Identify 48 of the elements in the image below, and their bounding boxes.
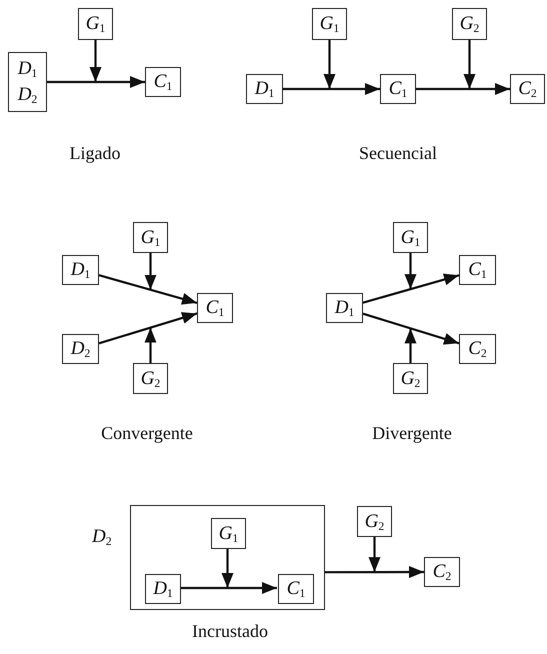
arrow <box>362 274 460 304</box>
diagram-caption: Incrustado <box>192 621 268 642</box>
enclosing-box <box>130 505 325 610</box>
variable-box: D$_{2}$ <box>62 334 99 364</box>
arrow <box>47 76 145 88</box>
arrow <box>368 537 380 572</box>
arrow <box>464 40 476 89</box>
variable-box: D$_{1}$ <box>326 293 363 323</box>
arrow <box>222 548 234 588</box>
variable-box: G$_{1}$ <box>78 8 113 40</box>
variable-box: C$_{1}$ <box>145 67 181 97</box>
variable-box: G$_{2}$ <box>452 8 487 40</box>
arrow <box>325 566 424 578</box>
diagram-caption: Convergente <box>101 423 193 444</box>
variable-box: D$_{1}$ D$_{2}$ <box>8 52 47 112</box>
arrow <box>362 312 460 345</box>
variable-box: C$_{2}$ <box>459 334 496 364</box>
arrow <box>180 582 277 594</box>
diagram-caption: Ligado <box>70 143 120 164</box>
variable-box: C$_{1}$ <box>380 74 416 104</box>
arrow <box>144 328 156 363</box>
variable-box: C$_{2}$ <box>510 74 545 104</box>
arrow <box>404 253 416 290</box>
arrow <box>283 83 380 95</box>
variable-box: G$_{2}$ <box>393 363 428 394</box>
diagram-caption: Divergente <box>372 423 452 444</box>
variable-box: G$_{1}$ <box>393 222 428 253</box>
variable-box: C$_{2}$ <box>424 557 460 587</box>
arrow <box>98 312 198 344</box>
variable-box: G$_{1}$ <box>211 518 246 549</box>
variable-box: D$_{1}$ <box>62 255 99 285</box>
diagram-caption: Secuencial <box>359 143 437 164</box>
variable-box: C$_{1}$ <box>278 574 314 604</box>
variable-box: D$_{1}$ <box>246 74 283 104</box>
box-label: D$_{2}$ <box>92 526 112 549</box>
variable-box: G$_{2}$ <box>133 363 168 394</box>
variable-box: D$_{1}$ <box>145 574 181 604</box>
variable-box: G$_{2}$ <box>357 506 392 537</box>
variable-box: C$_{1}$ <box>197 293 233 323</box>
arrow <box>98 274 198 305</box>
arrow <box>404 328 416 363</box>
arrow <box>324 40 336 89</box>
variable-box: G$_{1}$ <box>133 222 168 253</box>
variable-box: C$_{1}$ <box>459 255 496 285</box>
variable-box: G$_{1}$ <box>312 8 347 40</box>
arrow <box>416 83 510 95</box>
arrow <box>144 253 156 290</box>
arrow <box>90 40 102 82</box>
